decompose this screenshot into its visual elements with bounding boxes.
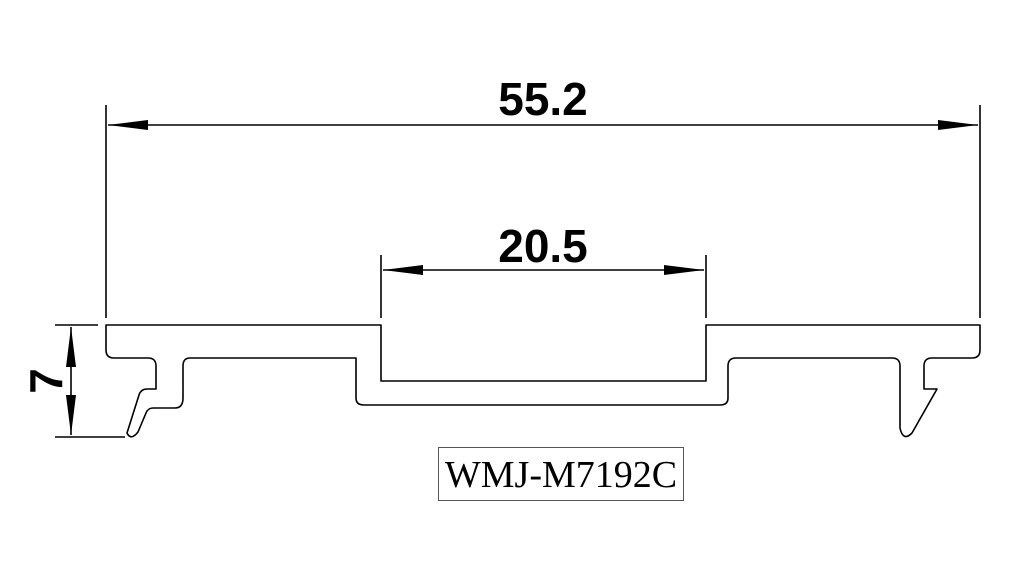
- dim-overall-width: 55.2: [498, 73, 588, 125]
- extension-lines: [55, 105, 981, 438]
- dim-channel-width: 20.5: [498, 220, 588, 272]
- part-number-label: WMJ-M7192C: [438, 447, 684, 501]
- dimension-lines: [66, 120, 978, 435]
- profile-outline: [105, 324, 981, 438]
- dim-height: 7: [20, 368, 72, 394]
